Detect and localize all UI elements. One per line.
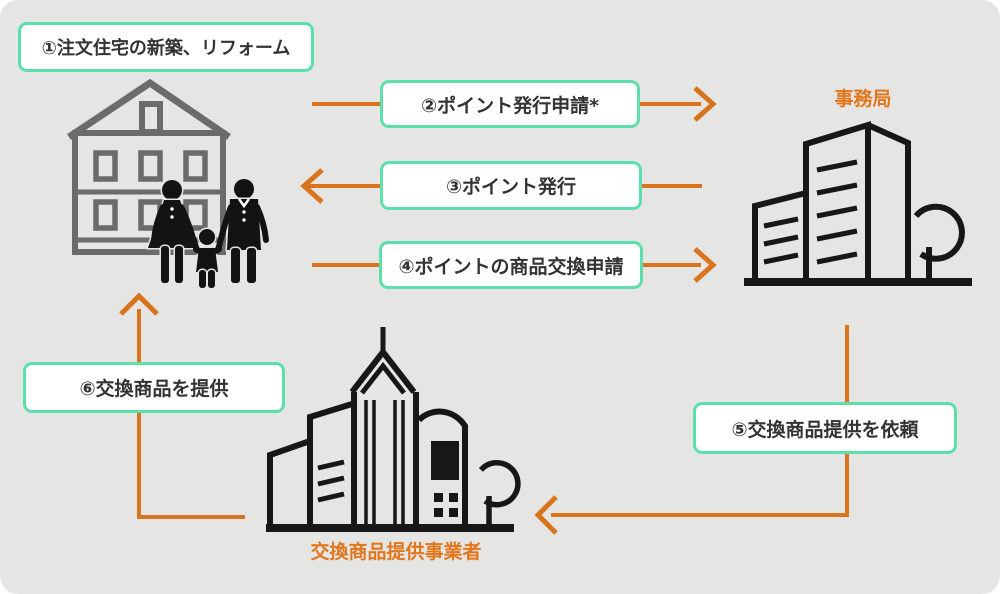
mother-silhouette (160, 178, 184, 202)
arrow-left-icon (534, 495, 558, 535)
step6-box: ⑥交換商品を提供 (23, 362, 285, 413)
step2-box: ②ポイント発行申請* (380, 80, 640, 128)
commercial-building-icon (266, 327, 521, 532)
step1-box: ①注文住宅の新築、リフォーム (18, 22, 314, 72)
step3-box: ③ポイント発行 (380, 161, 642, 210)
child-silhouette (197, 227, 217, 247)
office-label: 事務局 (834, 88, 892, 110)
arrow-left-icon (300, 168, 324, 204)
father-silhouette (232, 177, 256, 201)
office-building-icon (744, 120, 972, 286)
arrow-up-icon (119, 292, 159, 316)
tree-icon (478, 459, 521, 527)
step5-box: ⑤交換商品提供を依頼 (693, 402, 957, 454)
arrow-right-icon (693, 86, 717, 122)
step4-box: ④ポイントの商品交換申請 (379, 241, 643, 289)
tree-icon (913, 203, 965, 281)
house-with-family-icon (67, 78, 269, 290)
arrow-right-icon (693, 247, 717, 283)
provider-label: 交換商品提供事業者 (310, 541, 482, 563)
flow-arrows (119, 86, 849, 535)
